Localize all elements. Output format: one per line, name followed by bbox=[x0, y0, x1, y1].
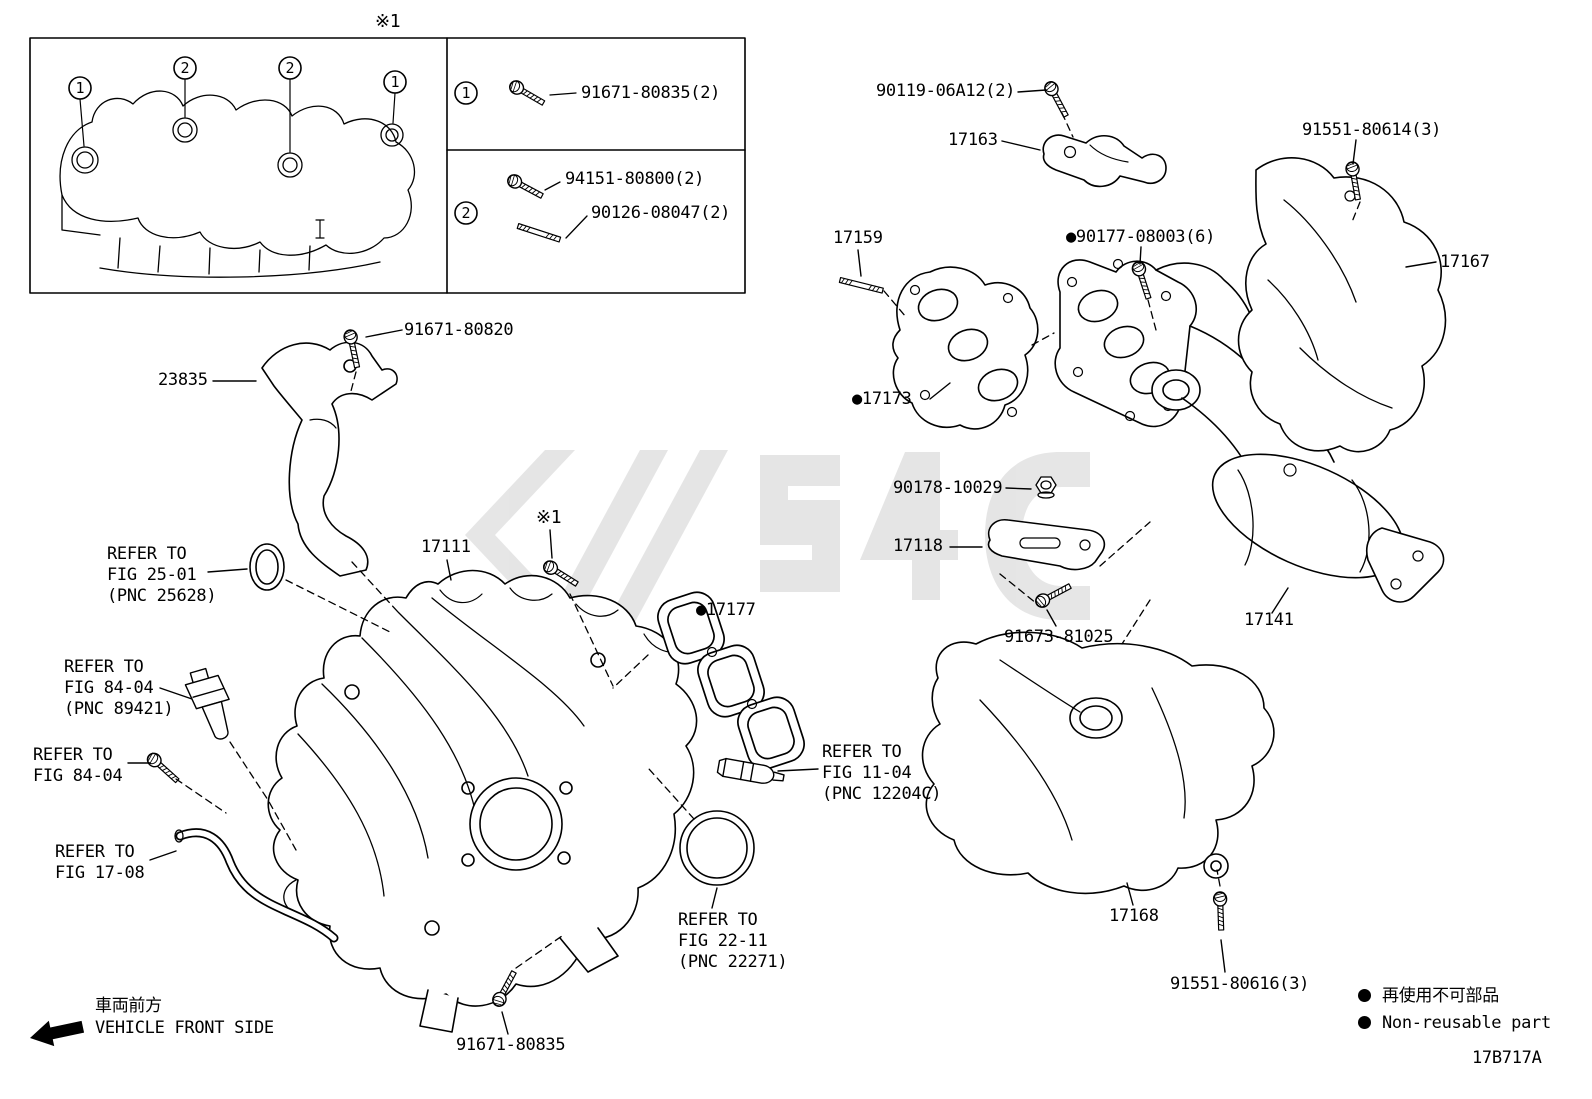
injector-pnc12204c-drawing bbox=[716, 757, 785, 784]
part-label-17111: 17111 bbox=[421, 537, 471, 557]
gasket-17173-drawing bbox=[892, 266, 1039, 430]
part-label-91671-80835: 91671-80835 bbox=[456, 1035, 566, 1055]
bracket-23835-drawing bbox=[261, 341, 398, 577]
svg-text:1: 1 bbox=[75, 79, 84, 97]
part-label-17163: 17163 bbox=[948, 130, 998, 150]
heat-shield-17167-drawing bbox=[1237, 157, 1447, 453]
svg-text:1: 1 bbox=[461, 84, 470, 102]
clamp-fig25-01-drawing bbox=[249, 543, 285, 591]
part-label-17168: 17168 bbox=[1109, 906, 1159, 926]
svg-text:2: 2 bbox=[180, 59, 189, 77]
ref-fig-25-01: REFER TO FIG 25-01 (PNC 25628) bbox=[107, 544, 217, 606]
part-label-91671-80835-table: 91671-80835(2) bbox=[581, 83, 721, 103]
part-label-90178-10029: 90178-10029 bbox=[893, 478, 1003, 498]
part-label-17118: 17118 bbox=[893, 536, 943, 556]
vehicle-front-label-en: VEHICLE FRONT SIDE bbox=[95, 1018, 274, 1038]
table-callout-2: 2 bbox=[454, 201, 478, 225]
bolt-fig84-04-icon bbox=[143, 749, 183, 787]
bracket-17118-drawing bbox=[987, 518, 1106, 571]
part-label-91671-80820: 91671-80820 bbox=[404, 320, 514, 340]
part-label-17173: ●17173 bbox=[852, 389, 912, 409]
inset-manifold-sketch bbox=[59, 90, 416, 278]
callout-4: 1 bbox=[383, 70, 407, 94]
exhaust-manifold-17141-drawing bbox=[1054, 258, 1445, 603]
diagram-code: 17B717A bbox=[1472, 1048, 1542, 1068]
svg-text:2: 2 bbox=[461, 204, 470, 222]
part-label-17177: ●17177 bbox=[696, 600, 756, 620]
inset-box: 1 2 2 1 1 2 bbox=[29, 37, 746, 294]
legend-label-en: Non-reusable part bbox=[1382, 1013, 1551, 1033]
part-label-91551-80614: 91551-80614(3) bbox=[1302, 120, 1442, 140]
svg-text:2: 2 bbox=[285, 59, 294, 77]
bolt-90119-icon bbox=[1041, 78, 1073, 120]
part-label-17159: 17159 bbox=[833, 228, 883, 248]
svg-text:1: 1 bbox=[390, 73, 399, 91]
ref-fig-84-04-b: REFER TO FIG 84-04 bbox=[33, 745, 123, 786]
legend-dot-en bbox=[1358, 1016, 1371, 1029]
bolt-91551-80616-icon bbox=[1212, 890, 1229, 932]
part-label-91551-80616: 91551-80616(3) bbox=[1170, 974, 1310, 994]
part-label-94151-80800: 94151-80800(2) bbox=[565, 169, 705, 189]
part-label-17141: 17141 bbox=[1244, 610, 1294, 630]
stud-17159-icon bbox=[838, 276, 885, 294]
part-label-90126-08047: 90126-08047(2) bbox=[591, 203, 731, 223]
bracket-17163-drawing bbox=[1042, 134, 1167, 188]
intake-manifold-17111-drawing bbox=[267, 569, 698, 1033]
note-main: ※1 bbox=[536, 507, 562, 528]
sensor-pnc89421-drawing bbox=[184, 667, 230, 740]
part-label-23835: 23835 bbox=[158, 370, 208, 390]
vehicle-front-arrow bbox=[30, 1020, 85, 1047]
nut-90178-drawing bbox=[1035, 476, 1057, 499]
part-label-91673-81025: 91673-81025 bbox=[1004, 627, 1114, 647]
gasket-fig22-11-drawing bbox=[679, 810, 755, 886]
ref-fig-11-04: REFER TO FIG 11-04 (PNC 12204C) bbox=[822, 742, 942, 804]
callout-2: 2 bbox=[173, 56, 197, 80]
vehicle-front-label-jp: 車両前方 bbox=[95, 996, 162, 1016]
inset-note: ※1 bbox=[375, 11, 401, 32]
hose-fig17-08-drawing bbox=[174, 828, 339, 943]
assembly-dashed-lines bbox=[175, 112, 1361, 969]
legend-label-jp: 再使用不可部品 bbox=[1382, 986, 1499, 1006]
table-callout-1: 1 bbox=[454, 81, 478, 105]
part-label-17167: 17167 bbox=[1440, 252, 1490, 272]
leader-lines bbox=[127, 89, 1437, 1035]
callout-3: 2 bbox=[278, 56, 302, 80]
ref-fig-84-04-a: REFER TO FIG 84-04 (PNC 89421) bbox=[64, 657, 174, 719]
part-label-90177-08003: ●90177-08003(6) bbox=[1066, 227, 1216, 247]
part-label-90119-06a12: 90119-06A12(2) bbox=[876, 81, 1016, 101]
ref-fig-17-08: REFER TO FIG 17-08 bbox=[55, 842, 145, 883]
callout-1: 1 bbox=[68, 76, 92, 100]
heat-shield-17168-drawing bbox=[921, 631, 1275, 895]
legend-dot-jp bbox=[1358, 989, 1371, 1002]
ref-fig-22-11: REFER TO FIG 22-11 (PNC 22271) bbox=[678, 910, 788, 972]
gasket-17177-drawing bbox=[657, 591, 805, 770]
